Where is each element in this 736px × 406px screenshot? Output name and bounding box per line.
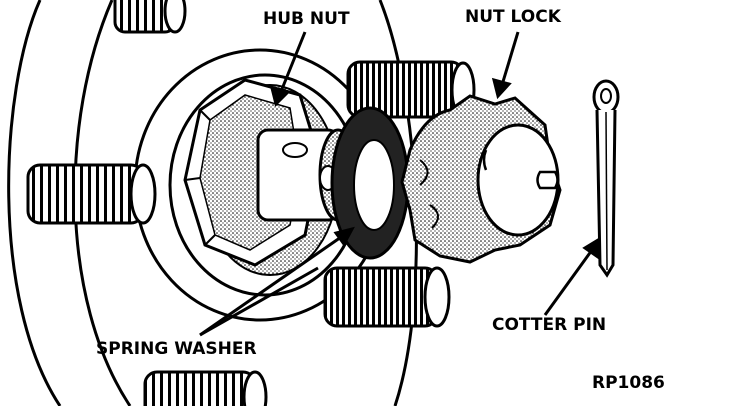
- nut-lock-label: NUT LOCK: [465, 7, 562, 27]
- cotter-pin-part: [592, 79, 620, 278]
- spring-washer-part: [330, 106, 410, 260]
- hub-nut-leader: [278, 31, 307, 95]
- spring-washer-label: SPRING WASHER: [96, 339, 257, 359]
- wheel-stud-left: [26, 163, 157, 225]
- spring-washer-leader-1: [199, 233, 345, 337]
- nut-lock-part: [400, 94, 562, 264]
- nut-lock-leader: [500, 31, 520, 86]
- spring-washer-leader-2: [199, 266, 319, 337]
- cotter-pin-leader: [543, 249, 594, 316]
- wheel-stud-top-left: [113, 0, 187, 34]
- figure-id-label: RP1086: [592, 373, 665, 393]
- hub-nut-label: HUB NUT: [263, 9, 350, 29]
- cotter-pin-label: COTTER PIN: [492, 315, 606, 335]
- leader-lines: [199, 31, 600, 337]
- wheel-stud-bottom-right: [323, 266, 451, 328]
- wheel-stud-bottom: [143, 370, 268, 406]
